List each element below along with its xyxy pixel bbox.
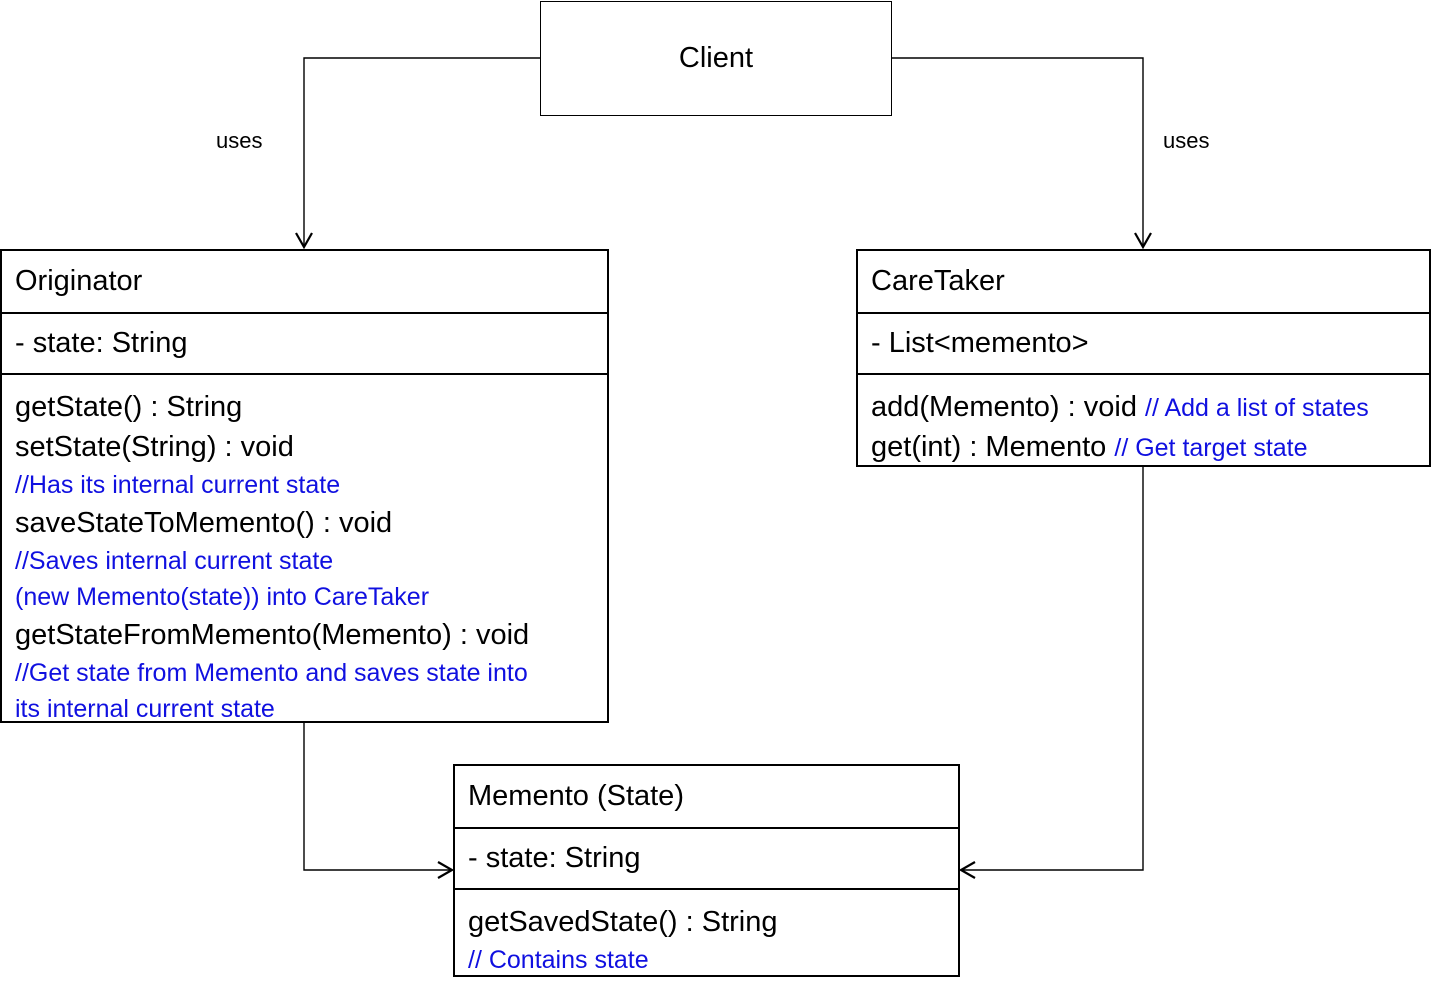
originator-operations: getState() : String setState(String) : v…	[2, 373, 607, 733]
originator-comment-restore-1: //Get state from Memento and saves state…	[15, 659, 528, 687]
memento-class[interactable]: Memento (State) - state: String getSaved…	[453, 764, 960, 977]
caretaker-title: CareTaker	[871, 265, 1005, 297]
client-box[interactable]: Client	[540, 1, 892, 116]
originator-comment-set-state: //Has its internal current state	[15, 471, 341, 499]
arrowhead-memento-left	[437, 861, 455, 879]
edge-caretaker-to-memento	[961, 466, 1144, 871]
uses-label-right: uses	[1163, 128, 1210, 153]
caretaker-class[interactable]: CareTaker - List<memento> add(Memento) :…	[856, 249, 1431, 467]
originator-attribute: - state: String	[2, 312, 607, 373]
memento-op-get-saved: getSavedState() : String	[468, 906, 778, 938]
originator-comment-restore-2: its internal current state	[15, 695, 275, 723]
originator-op-set-state: setState(String) : void	[15, 431, 294, 463]
edge-client-to-originator	[303, 57, 540, 247]
caretaker-attribute: - List<memento>	[858, 312, 1429, 373]
uses-label-left: uses	[216, 128, 263, 153]
caretaker-op-get-row: get(int) : Memento // Get target state	[871, 427, 1429, 467]
arrowhead-originator	[295, 232, 313, 250]
client-label: Client	[678, 42, 754, 74]
caretaker-op-add-row: add(Memento) : void // Add a list of sta…	[871, 387, 1429, 427]
caretaker-comment-add: // Add a list of states	[1145, 394, 1369, 422]
originator-title: Originator	[15, 265, 143, 297]
originator-comment-save-2: (new Memento(state)) into CareTaker	[15, 583, 430, 611]
arrowhead-memento-right	[958, 861, 976, 879]
originator-op-get-state: getState() : String	[15, 391, 243, 423]
edge-client-to-caretaker	[891, 57, 1144, 247]
edge-originator-to-memento	[303, 722, 452, 871]
memento-title: Memento (State)	[468, 780, 684, 812]
originator-op-restore: getStateFromMemento(Memento) : void	[15, 619, 530, 651]
arrowhead-caretaker	[1134, 232, 1152, 250]
originator-op-save: saveStateToMemento() : void	[15, 507, 393, 539]
caretaker-comment-get: // Get target state	[1114, 434, 1308, 462]
originator-class[interactable]: Originator - state: String getState() : …	[0, 249, 609, 723]
memento-comment-get-saved: // Contains state	[468, 946, 649, 974]
memento-attribute: - state: String	[455, 827, 958, 888]
caretaker-op-add: add(Memento) : void	[871, 391, 1146, 423]
memento-operations: getSavedState() : String // Contains sta…	[455, 888, 958, 984]
caretaker-operations: add(Memento) : void // Add a list of sta…	[858, 373, 1429, 473]
caretaker-op-get: get(int) : Memento	[871, 431, 1115, 463]
originator-comment-save-1: //Saves internal current state	[15, 547, 334, 575]
